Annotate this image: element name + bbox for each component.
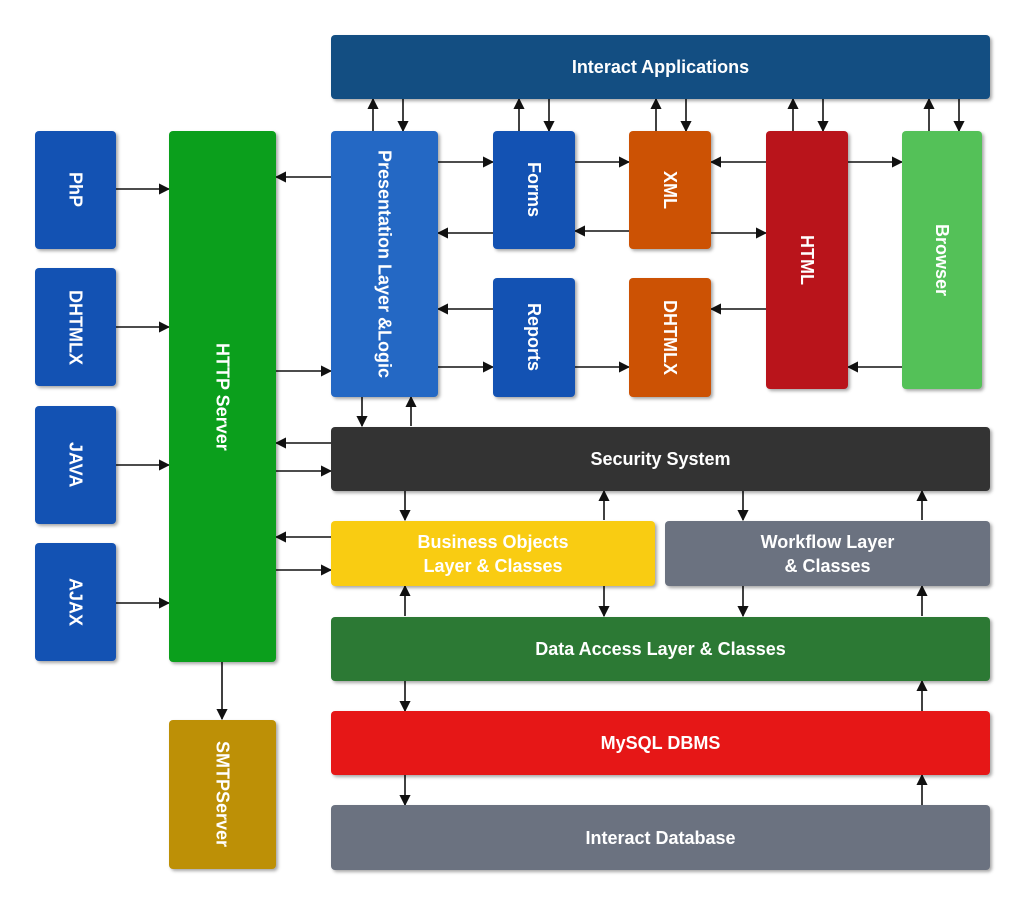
node-smtp-server: SMTP Server [169, 720, 276, 869]
node-interact-applications: Interact Applications [331, 35, 990, 99]
workflow-line-1: Workflow Layer [760, 531, 895, 552]
node-ajax: AJAX [35, 543, 116, 661]
node-presentation-layer: Presentation Layer & Logic [331, 131, 438, 397]
business-objects-line-2: Layer & Classes [423, 555, 563, 576]
node-reports: Reports [493, 278, 575, 397]
node-interact-database: Interact Database [331, 805, 990, 870]
node-business-objects: Business Objects Layer & Classes [331, 521, 655, 586]
node-mysql-dbms: MySQL DBMS [331, 711, 990, 775]
node-forms: Forms [493, 131, 575, 249]
node-html: HTML [766, 131, 848, 389]
node-browser: Browser [902, 131, 982, 389]
node-xml: XML [629, 131, 711, 249]
node-workflow-layer: Workflow Layer & Classes [665, 521, 990, 586]
node-data-access-layer: Data Access Layer & Classes [331, 617, 990, 681]
node-java: JAVA [35, 406, 116, 524]
business-objects-line-1: Business Objects [417, 531, 569, 552]
node-security-system: Security System [331, 427, 990, 491]
node-http-server: HTTP Server [169, 131, 276, 662]
presentation-line-1: Presentation Layer & [374, 149, 395, 331]
node-php: PhP [35, 131, 116, 249]
node-dhtmlx-mid: DHTMLX [629, 278, 711, 397]
smtp-server-line-2: Server [212, 791, 233, 848]
presentation-line-2: Logic [374, 330, 395, 379]
node-dhtmlx-left: DHTMLX [35, 268, 116, 386]
workflow-line-2: & Classes [784, 555, 871, 576]
smtp-server-line-1: SMTP [212, 741, 233, 792]
